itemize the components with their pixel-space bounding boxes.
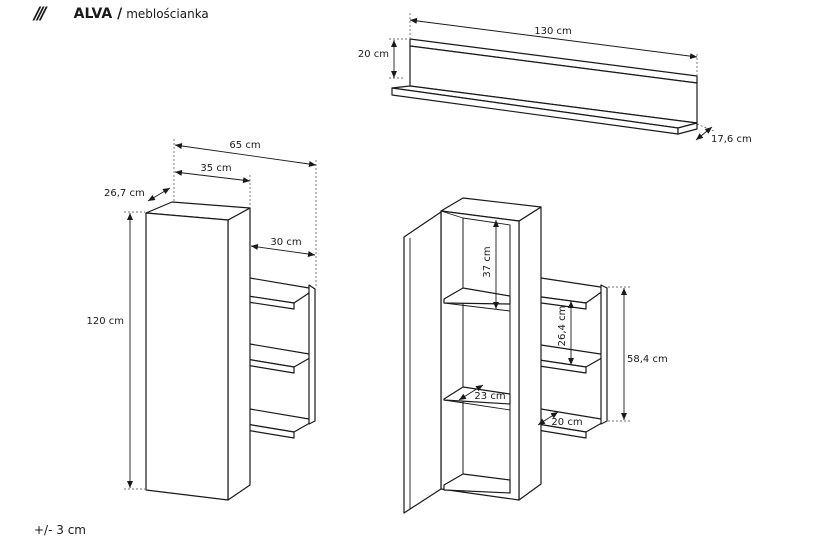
cabinet-door bbox=[145, 212, 229, 501]
side-shelf-depth-dimension-line bbox=[537, 411, 559, 426]
inner-shelf-depth-label: 23 cm bbox=[474, 391, 505, 402]
body-width-dimension-line bbox=[174, 169, 251, 184]
cabinet-side bbox=[518, 206, 542, 501]
side-shelf-panel bbox=[600, 284, 608, 425]
cabinet-open-door bbox=[403, 211, 442, 514]
inner-depth-dimension-line bbox=[458, 384, 484, 401]
header: /// ALVA / meblościanka bbox=[34, 4, 209, 24]
side-shelves-height-label: 58,4 cm bbox=[627, 354, 668, 365]
wall-shelf-height-label: 20 cm bbox=[358, 49, 389, 60]
cabinet-depth-label: 26,7 cm bbox=[104, 188, 145, 199]
inner-compartment-height-label: 37 cm bbox=[482, 246, 493, 277]
cabinet-height-label: 120 cm bbox=[86, 316, 124, 327]
depth-dimension-line bbox=[695, 126, 713, 141]
closed-cabinet bbox=[145, 201, 316, 501]
cabinet-total-width-label: 65 cm bbox=[229, 140, 260, 151]
width-dimension-line bbox=[409, 17, 698, 60]
open-cabinet bbox=[403, 197, 608, 514]
tolerance-note: +/- 3 cm bbox=[34, 523, 86, 537]
inner-shelf-bottom bbox=[443, 473, 511, 494]
cabinet-side bbox=[227, 207, 251, 501]
total-width-dimension-line bbox=[174, 143, 317, 167]
side-shelf-width-label: 30 cm bbox=[270, 237, 301, 248]
brand-logo: /// bbox=[34, 4, 47, 24]
wall-shelf bbox=[391, 38, 698, 135]
side-shelf-spacing-label: 26,4 cm bbox=[557, 306, 568, 347]
side-shelf-width-dimension-line bbox=[250, 244, 316, 257]
side-shelf-panel bbox=[308, 284, 316, 425]
product-name: ALVA / bbox=[73, 6, 123, 22]
side-shelf-depth-label: 20 cm bbox=[551, 417, 582, 428]
depth-dimension-line bbox=[147, 187, 171, 202]
wall-shelf-depth-label: 17,6 cm bbox=[711, 134, 752, 145]
product-type: meblościanka bbox=[126, 7, 209, 21]
wall-shelf-width-label: 130 cm bbox=[534, 26, 572, 37]
cabinet-body-width-label: 35 cm bbox=[200, 163, 231, 174]
